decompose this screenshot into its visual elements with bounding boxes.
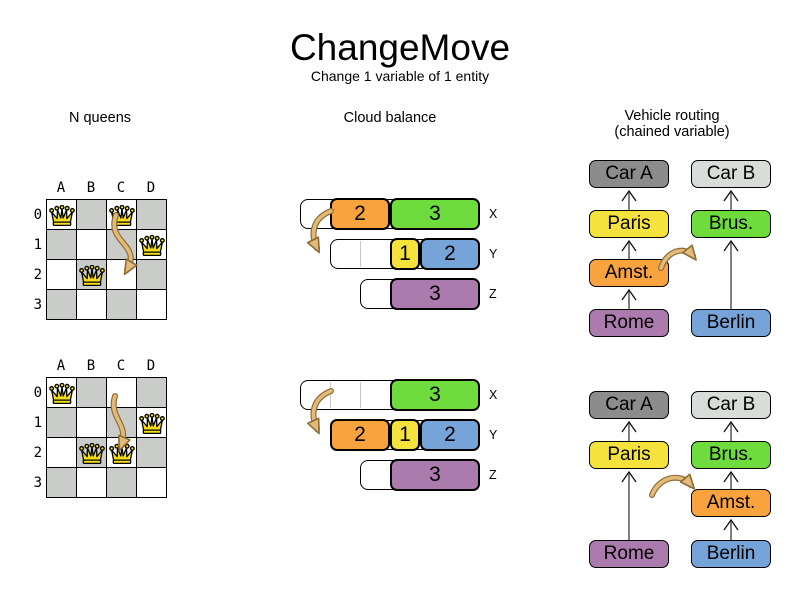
board-row-label: 1 (33, 237, 42, 253)
board-cell (46, 437, 77, 468)
process-block: 3 (390, 459, 480, 491)
section-header-vehicle: Vehicle routing (chained variable) (592, 108, 752, 140)
board-row-label: 3 (33, 475, 42, 491)
board-column-label: A (56, 180, 66, 196)
stop-box: Car B (691, 160, 771, 188)
board-cell (106, 289, 137, 320)
board-column-label: B (86, 180, 96, 196)
board-cell (76, 377, 107, 408)
chain-arrowhead (621, 420, 637, 433)
stop-box: Car A (589, 160, 669, 188)
board-cell (106, 467, 137, 498)
process-block: 1 (390, 419, 420, 451)
board-cell (136, 467, 167, 498)
stop-box: Rome (589, 309, 669, 337)
board-cell (136, 289, 167, 320)
process-block: 3 (390, 278, 480, 310)
board-cell (136, 199, 167, 230)
chain-connectors (621, 189, 739, 540)
chain-arrowhead (723, 420, 739, 433)
stop-box: Paris (589, 210, 669, 238)
chain-arrowhead (621, 239, 637, 252)
chain-arrowhead (723, 189, 739, 202)
process-block: 3 (390, 379, 480, 411)
stop-box: Paris (589, 441, 669, 469)
board-row-label: 2 (33, 267, 42, 283)
board-column-label: B (86, 358, 96, 374)
process-block: 3 (390, 198, 480, 230)
capacity-tick (360, 241, 361, 267)
board-column-label: C (116, 180, 126, 196)
computer-label: X (489, 207, 498, 221)
computer-label: Z (489, 287, 497, 301)
move-arrow-cloud-after (306, 388, 334, 435)
computer-label: Y (489, 428, 498, 442)
board-row-label: 0 (33, 385, 42, 401)
board-row-label: 1 (33, 415, 42, 431)
stop-box: Amst. (589, 259, 669, 287)
process-block: 2 (420, 238, 480, 270)
stop-box: Berlin (691, 540, 771, 568)
chain-arrowhead (723, 239, 739, 252)
page-title: ChangeMove (289, 27, 511, 68)
capacity-tick (360, 382, 361, 408)
move-arrow-cloud-before (306, 208, 334, 254)
board-column-label: A (56, 358, 66, 374)
stop-box: Amst. (691, 489, 771, 517)
stop-box: Brus. (691, 210, 771, 238)
board-row-label: 2 (33, 445, 42, 461)
chain-arrowhead (723, 518, 739, 531)
board-cell (76, 199, 107, 230)
move-arrow-vehicle-before (658, 244, 697, 271)
stop-box: Brus. (691, 441, 771, 469)
computer-label: Y (489, 247, 498, 261)
chain-arrowhead (621, 288, 637, 301)
section-header-cloud: Cloud balance (343, 110, 437, 126)
process-block: 2 (330, 419, 390, 451)
chain-arrowhead (621, 470, 637, 483)
stop-box: Berlin (691, 309, 771, 337)
process-block: 2 (330, 198, 390, 230)
computer-label: X (489, 388, 498, 402)
chain-arrowhead (621, 189, 637, 202)
stop-box: Rome (589, 540, 669, 568)
board-cell (46, 467, 77, 498)
move-arrow-nqueens-after (110, 393, 131, 452)
section-header-vehicle-line2: (chained variable) (614, 124, 730, 140)
board-row-label: 0 (33, 207, 42, 223)
board-column-label: D (146, 358, 156, 374)
chain-arrowhead (723, 470, 739, 483)
board-column-label: D (146, 180, 156, 196)
stop-box: Car A (589, 391, 669, 419)
board-cell (136, 377, 167, 408)
move-arrow-vehicle-after (649, 473, 696, 498)
computer-label: Z (489, 468, 497, 482)
capacity-tick (330, 382, 331, 408)
section-header-vehicle-line1: Vehicle routing (624, 108, 720, 124)
stop-box: Car B (691, 391, 771, 419)
chessboard-after: A B C D 0 1 2 3 (34, 358, 167, 498)
board-column-label: C (116, 358, 126, 374)
board-row-label: 3 (33, 297, 42, 313)
section-header-nqueens: N queens (68, 110, 132, 126)
process-block: 2 (420, 419, 480, 451)
process-block: 1 (390, 238, 420, 270)
move-arrow-nqueens-before (111, 212, 138, 276)
page-subtitle: Change 1 variable of 1 entity (310, 68, 490, 84)
